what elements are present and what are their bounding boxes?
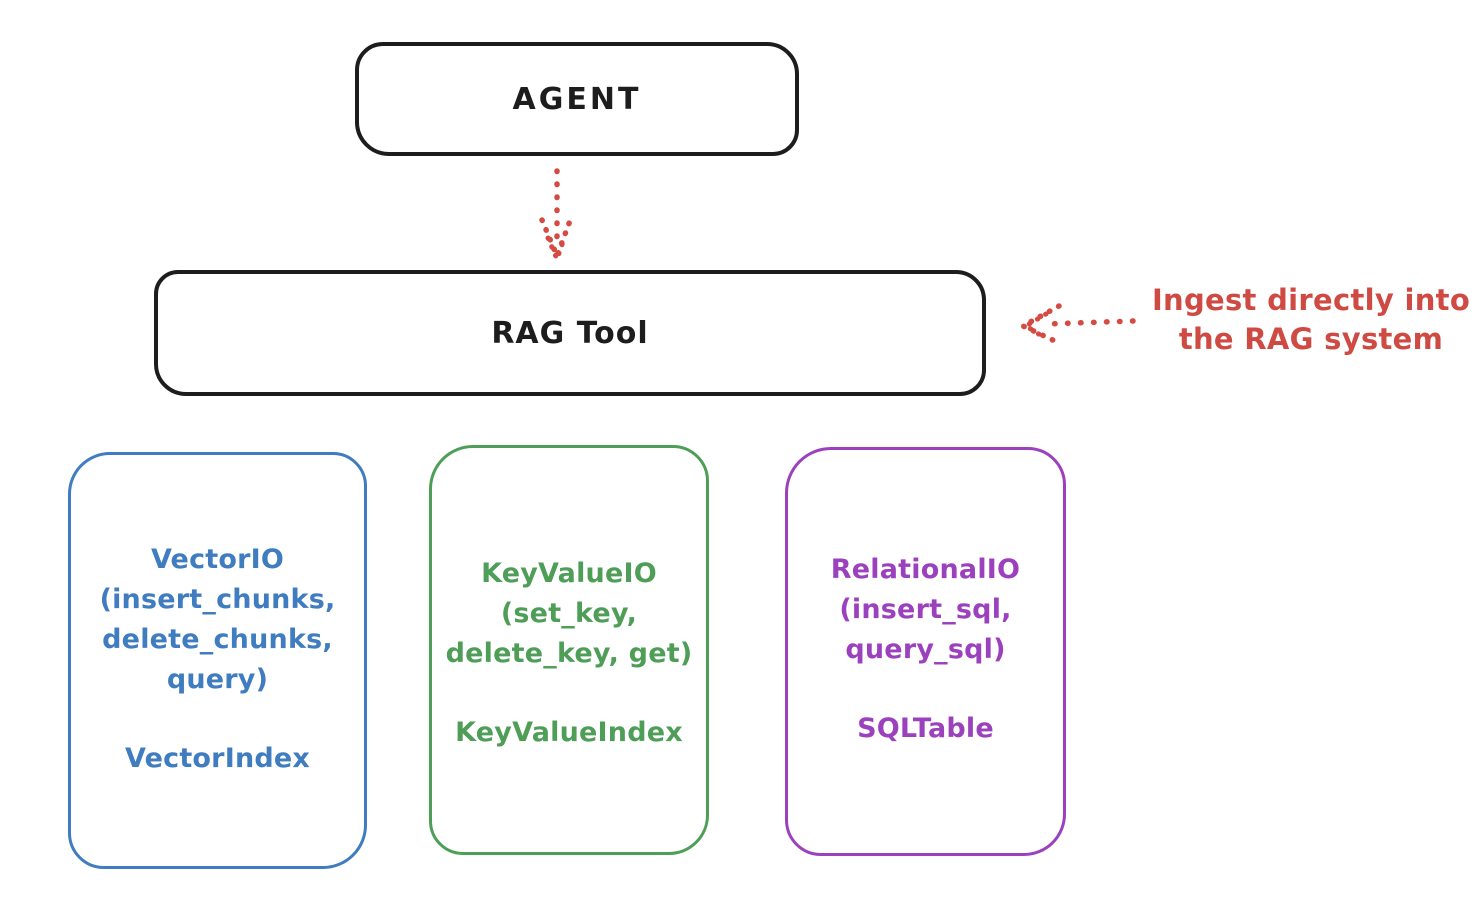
vector-index-label: VectorIndex [124, 743, 311, 774]
keyvalue-io-methods-line1: (set_key, [500, 598, 638, 629]
spacer [432, 674, 706, 713]
ingest-annotation-arrow [1020, 303, 1136, 345]
relational-io-title: RelationalIO [830, 554, 1021, 585]
agent-to-rag-arrow [539, 168, 574, 262]
rag-tool-node: RAG Tool [154, 270, 986, 396]
keyvalue-index-label: KeyValueIndex [455, 717, 683, 748]
agent-label: AGENT [512, 81, 642, 117]
relational-io-methods-line1: (insert_sql, [839, 594, 1012, 625]
sql-table-label: SQLTable [857, 713, 994, 744]
vector-io-node: VectorIO (insert_chunks, delete_chunks, … [68, 452, 367, 869]
ingest-annotation: Ingest directly into the RAG system [1138, 281, 1484, 359]
agent-node: AGENT [355, 42, 799, 156]
relational-io-node: RelationalIO (insert_sql, query_sql) SQL… [785, 447, 1066, 856]
rag-tool-label: RAG Tool [491, 315, 649, 351]
vector-io-title: VectorIO [150, 544, 285, 575]
keyvalue-io-title: KeyValueIO [481, 558, 657, 589]
vector-io-methods-line1: (insert_chunks, [99, 584, 336, 615]
ingest-annotation-line1: Ingest directly into [1151, 283, 1471, 317]
keyvalue-io-node: KeyValueIO (set_key, delete_key, get) Ke… [429, 445, 709, 855]
relational-io-methods-line2: query_sql) [845, 634, 1006, 665]
spacer [788, 670, 1063, 709]
ingest-annotation-line2: the RAG system [1178, 322, 1444, 356]
vector-io-methods-line2: delete_chunks, [102, 624, 333, 655]
keyvalue-io-methods-line2: delete_key, get) [445, 638, 693, 669]
vector-io-methods-line3: query) [166, 664, 269, 695]
spacer [71, 700, 364, 739]
